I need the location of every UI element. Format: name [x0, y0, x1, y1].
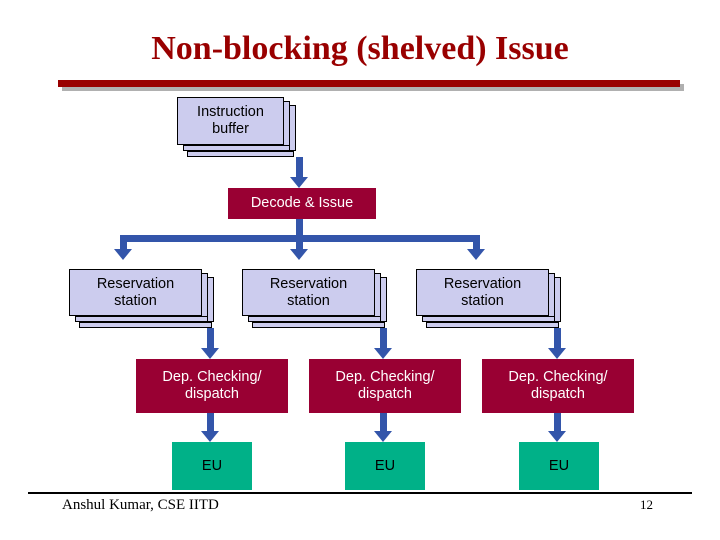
dep-checking-2-box[interactable]: Dep. Checking/ dispatch	[309, 359, 461, 413]
reservation-station-1-box[interactable]: Reservation station	[69, 269, 202, 316]
instruction-buffer-label-line1: Instruction	[197, 104, 264, 121]
arrow-decode-trunk	[296, 219, 303, 235]
arrow-buffer-to-decode-shaft	[296, 157, 303, 177]
instruction-buffer-label-line2: buffer	[212, 121, 249, 137]
footer-divider	[28, 492, 692, 494]
instruction-buffer-stack-edge-4	[187, 151, 294, 157]
reservation-station-2-stack-edge-2	[380, 277, 387, 322]
footer-author: Anshul Kumar, CSE IITD	[62, 497, 219, 513]
reservation-station-2-stack-edge-4	[252, 322, 385, 328]
decode-issue-label: Decode & Issue	[250, 195, 354, 212]
dep-checking-1-label-line1: Dep. Checking/	[162, 369, 262, 386]
arrow-decode-branch-right	[473, 235, 480, 249]
reservation-station-1-label-line2: station	[114, 292, 157, 309]
arrow-dep3-to-eu3-head	[548, 431, 566, 442]
reservation-station-2-label-line2: station	[287, 292, 330, 309]
arrow-dep2-to-eu2-shaft	[380, 413, 387, 431]
dep-checking-3-label-line2: dispatch	[530, 386, 585, 402]
reservation-station-1-label-line1: Reservation	[96, 275, 175, 292]
arrow-decode-branch-mid	[296, 235, 303, 249]
arrow-rs1-to-dep1-head	[201, 348, 219, 359]
arrow-decode-branch-left	[120, 235, 127, 249]
arrow-rs2-to-dep2-head	[374, 348, 392, 359]
execution-unit-1-box[interactable]: EU	[172, 442, 252, 490]
reservation-station-1-stack-edge-3	[75, 316, 208, 322]
dep-checking-3-box[interactable]: Dep. Checking/ dispatch	[482, 359, 634, 413]
reservation-station-3-stack-edge-4	[426, 322, 559, 328]
arrow-dep2-to-eu2-head	[374, 431, 392, 442]
arrow-rs3-to-dep3-head	[548, 348, 566, 359]
dep-checking-2-label-line1: Dep. Checking/	[335, 369, 435, 386]
execution-unit-1-label: EU	[201, 457, 223, 474]
arrow-buffer-to-decode-head	[290, 177, 308, 188]
instruction-buffer-stack-edge-2	[289, 105, 296, 151]
reservation-station-3-label-line1: Reservation	[443, 275, 522, 292]
instruction-buffer-box[interactable]: Instruction buffer	[177, 97, 284, 145]
title-rule	[58, 80, 680, 87]
arrow-dep1-to-eu1-head	[201, 431, 219, 442]
reservation-station-3-box[interactable]: Reservation station	[416, 269, 549, 316]
arrow-rs1-to-dep1-shaft	[207, 328, 214, 348]
reservation-station-2-label-line1: Reservation	[269, 275, 348, 292]
arrow-rs3-to-dep3-shaft	[554, 328, 561, 348]
reservation-station-3-label-line2: station	[461, 292, 504, 309]
reservation-station-3-stack-edge-3	[422, 316, 555, 322]
decode-issue-box[interactable]: Decode & Issue	[228, 188, 376, 219]
dep-checking-1-box[interactable]: Dep. Checking/ dispatch	[136, 359, 288, 413]
instruction-buffer-stack-edge-3	[183, 145, 290, 151]
page-title: Non-blocking (shelved) Issue	[151, 30, 569, 67]
reservation-station-2-stack-edge-3	[248, 316, 381, 322]
arrow-rs2-to-dep2-shaft	[380, 328, 387, 348]
dep-checking-2-label-line2: dispatch	[357, 386, 412, 402]
reservation-station-1-stack-edge-2	[207, 277, 214, 322]
execution-unit-2-box[interactable]: EU	[345, 442, 425, 490]
execution-unit-3-box[interactable]: EU	[519, 442, 599, 490]
dep-checking-3-label-line1: Dep. Checking/	[508, 369, 608, 386]
arrow-dep1-to-eu1-shaft	[207, 413, 214, 431]
execution-unit-2-label: EU	[374, 457, 396, 474]
reservation-station-2-box[interactable]: Reservation station	[242, 269, 375, 316]
reservation-station-3-stack-edge-2	[554, 277, 561, 322]
execution-unit-3-label: EU	[548, 457, 570, 474]
page-number: 12	[640, 497, 653, 512]
dep-checking-1-label-line2: dispatch	[184, 386, 239, 402]
arrow-decode-branch-left-head	[114, 249, 132, 260]
arrow-decode-branch-mid-head	[290, 249, 308, 260]
arrow-dep3-to-eu3-shaft	[554, 413, 561, 431]
reservation-station-1-stack-edge-4	[79, 322, 212, 328]
arrow-decode-branch-right-head	[467, 249, 485, 260]
